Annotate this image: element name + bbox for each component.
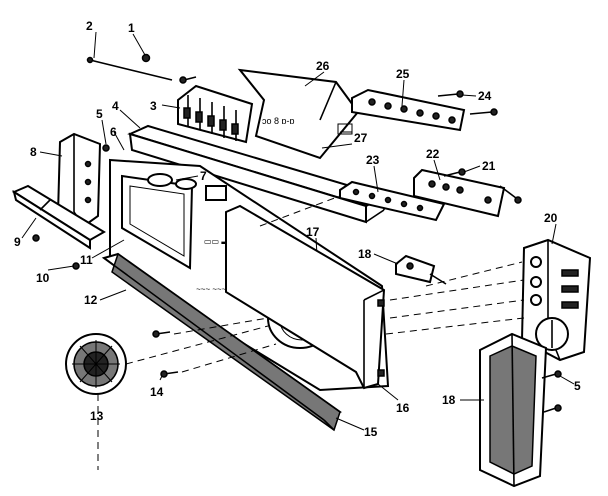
leader-5b xyxy=(559,375,575,385)
callout-labels: 2 1 3 4 5 6 7 8 9 10 11 12 13 14 15 16 1… xyxy=(14,19,581,439)
part-grille xyxy=(479,332,548,488)
leader-10 xyxy=(47,265,75,271)
callout-7: 7 xyxy=(200,169,207,183)
callout-10: 10 xyxy=(36,271,50,285)
callout-25: 25 xyxy=(396,67,410,81)
part-screw-5b xyxy=(541,370,562,413)
leader-4 xyxy=(119,109,141,129)
callout-2: 2 xyxy=(86,19,93,33)
leader-15 xyxy=(335,417,365,431)
callout-24: 24 xyxy=(478,89,492,103)
callout-11: 11 xyxy=(80,253,93,267)
part-screw-24 xyxy=(437,90,498,116)
callout-8: 8 xyxy=(30,145,37,159)
leader-21 xyxy=(463,165,481,173)
callout-22: 22 xyxy=(426,147,440,161)
callout-5b: 5 xyxy=(574,379,581,393)
callout-13: 13 xyxy=(90,409,104,423)
callout-26: 26 xyxy=(316,59,330,73)
leader-24 xyxy=(461,94,477,97)
leader-27b xyxy=(321,143,353,149)
leader-5a xyxy=(101,119,107,145)
callout-1: 1 xyxy=(128,21,135,35)
part-screw-5a xyxy=(102,144,110,152)
callout-6: 6 xyxy=(110,125,117,139)
leader-11 xyxy=(91,239,125,259)
part-bracket xyxy=(413,168,506,218)
callout-16: 16 xyxy=(396,401,410,415)
callout-18b: 18 xyxy=(442,393,456,407)
part-timer xyxy=(520,238,592,362)
callout-3: 3 xyxy=(150,99,157,113)
callout-12: 12 xyxy=(84,293,98,307)
leader-2 xyxy=(93,31,97,59)
leader-14 xyxy=(159,375,163,381)
part-rod xyxy=(86,56,173,81)
leader-6 xyxy=(113,131,125,151)
part-terminal-strip-lower xyxy=(339,180,446,222)
part-screw-14 xyxy=(152,330,179,378)
callout-23: 23 xyxy=(366,153,380,167)
svg-text:ᴐo 8 ɒ-ɒ: ᴐo 8 ɒ-ɒ xyxy=(262,116,295,126)
leader-20 xyxy=(551,223,557,245)
part-label-panel: ᴐo 8 ɒ-ɒ xyxy=(237,68,360,160)
leader-26 xyxy=(304,71,325,87)
callout-5a: 5 xyxy=(96,107,103,121)
callout-20: 20 xyxy=(544,211,558,225)
part-switch-block xyxy=(177,84,254,144)
leader-9 xyxy=(21,217,37,239)
leader-8 xyxy=(39,151,63,157)
callout-21: 21 xyxy=(482,159,496,173)
leader-16 xyxy=(377,383,399,401)
callout-9: 9 xyxy=(14,235,21,249)
leader-23 xyxy=(373,165,379,193)
leader-12 xyxy=(99,289,127,301)
assembly-lines xyxy=(125,195,525,373)
callout-18a: 18 xyxy=(358,247,372,261)
part-back-plate xyxy=(225,204,386,390)
leader-22 xyxy=(433,159,441,181)
callout-27: 27 xyxy=(354,131,368,145)
leader-1 xyxy=(132,33,146,56)
callout-4: 4 xyxy=(112,99,119,113)
part-screw-top xyxy=(141,53,197,84)
leader-18a xyxy=(373,253,399,265)
part-terminal-strip-top xyxy=(351,88,466,132)
part-knob xyxy=(65,333,127,395)
leader-7 xyxy=(175,175,199,181)
part-trim-strip xyxy=(11,184,106,250)
callout-14: 14 xyxy=(150,385,164,399)
part-screw-10 xyxy=(32,234,80,270)
callout-17: 17 xyxy=(306,225,320,239)
leader-25 xyxy=(401,79,405,107)
callout-15: 15 xyxy=(364,425,378,439)
leader-3 xyxy=(161,104,181,109)
part-bottom-rail xyxy=(101,252,342,432)
part-screw-21 xyxy=(443,168,522,204)
part-connector xyxy=(395,254,447,285)
